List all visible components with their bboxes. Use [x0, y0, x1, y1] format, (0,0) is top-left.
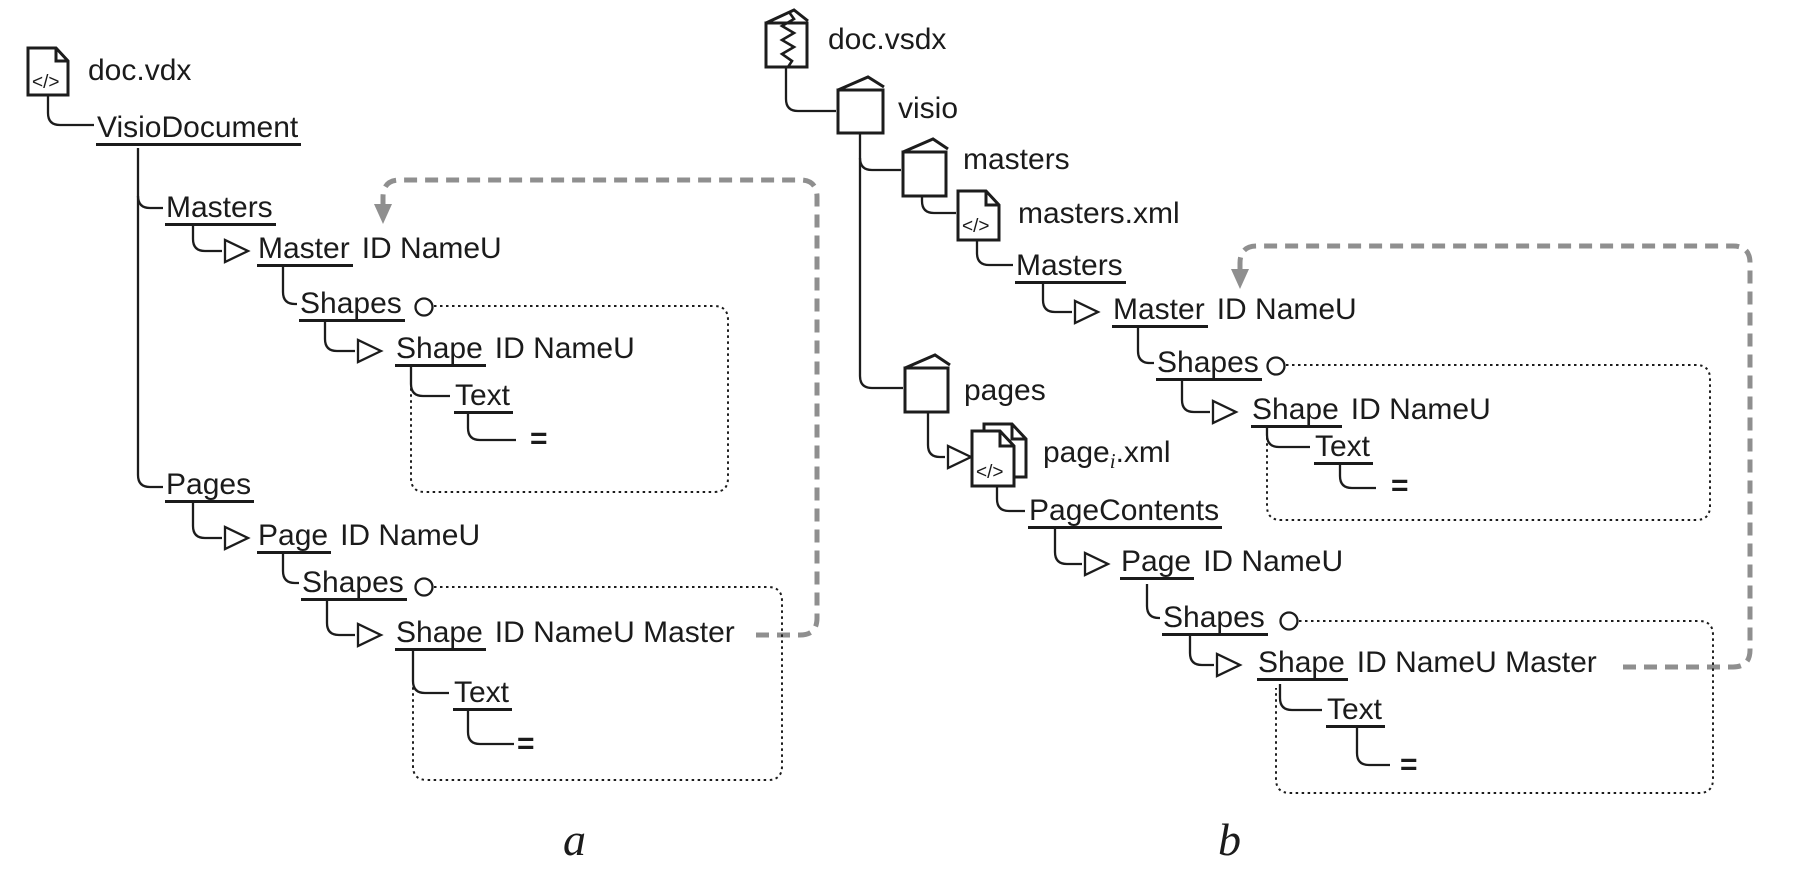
node-text-b-pages: Text	[1326, 695, 1386, 728]
folder-label-masters: masters	[963, 143, 1070, 176]
node-visiodocument: VisioDocument	[96, 113, 302, 146]
circle-subtree-markers	[414, 297, 1299, 631]
triangle-child-marker	[1211, 399, 1239, 425]
folder-icon-masters	[901, 137, 949, 198]
circle-subtree-marker	[414, 577, 434, 597]
xml-file-icon-vdx: </>	[26, 46, 70, 97]
triangle-child-marker	[223, 238, 251, 264]
folder-label-pages: pages	[964, 374, 1046, 407]
arrowhead-a	[374, 204, 392, 224]
circle-subtree-marker	[1266, 356, 1286, 376]
node-shapes-b-masters: Shapes	[1156, 348, 1262, 381]
triangle-child-marker	[356, 622, 384, 648]
svg-text:</>: </>	[962, 216, 989, 237]
folder-icon-visio	[836, 75, 885, 135]
subtree-box-b-pages	[1275, 620, 1714, 794]
node-masters-b: Masters	[1015, 251, 1126, 284]
node-text-a-pages: Text	[453, 678, 513, 711]
dotted-subtree-boxes	[410, 305, 1714, 794]
triangle-child-marker	[1073, 299, 1101, 325]
subtree-box-b-masters	[1266, 364, 1711, 521]
node-shapes-b-pages: Shapes	[1162, 603, 1268, 636]
circle-subtree-marker	[414, 297, 434, 317]
triangle-child-marker	[356, 338, 384, 364]
node-masters-a: Masters	[165, 193, 276, 226]
panel-caption-b: b	[1218, 814, 1241, 865]
svg-text:</>: </>	[32, 72, 59, 93]
circle-subtree-marker	[1279, 611, 1299, 631]
xml-file-icon-masters-xml: </>	[956, 189, 1001, 242]
file-label-doc-vdx: doc.vdx	[88, 54, 192, 87]
node-pages-a: Pages	[165, 470, 255, 503]
node-equals-a-pages: =	[517, 727, 535, 760]
triangle-child-marker	[223, 525, 251, 551]
svg-text:</>: </>	[976, 462, 1003, 483]
stacked-xml-files-icon-page-xml: </>	[970, 422, 1028, 488]
tree-connectors-a	[46, 95, 516, 746]
subtree-box-a-pages	[412, 586, 783, 781]
dashed-reference-arrow-a	[380, 177, 820, 638]
triangle-child-marker	[946, 444, 974, 470]
node-equals-a-masters: =	[530, 422, 548, 455]
tree-connectors-b	[784, 67, 1390, 767]
triangle-child-markers	[223, 238, 1243, 678]
node-equals-b-masters: =	[1391, 469, 1409, 502]
triangle-child-marker	[1083, 551, 1111, 577]
panel-caption-a: a	[563, 814, 586, 865]
node-text-b-masters: Text	[1314, 432, 1374, 465]
node-shapes-a-pages: Shapes	[301, 568, 407, 601]
folder-label-visio: visio	[898, 92, 959, 125]
node-text-a-masters: Text	[454, 381, 514, 414]
arrowhead-b	[1231, 269, 1249, 289]
node-pagecontents-b: PageContents	[1028, 496, 1223, 529]
node-shapes-a-masters: Shapes	[299, 289, 405, 322]
file-label-page-xml: pagei.xml	[1043, 436, 1171, 473]
file-label-masters-xml: masters.xml	[1018, 197, 1180, 230]
node-equals-b-pages: =	[1400, 748, 1418, 781]
triangle-child-marker	[1215, 652, 1243, 678]
subtree-box-a-masters	[410, 305, 729, 493]
zip-package-icon-vsdx	[764, 8, 809, 69]
folder-icon-pages	[903, 353, 951, 414]
file-label-doc-vsdx: doc.vsdx	[828, 23, 947, 56]
